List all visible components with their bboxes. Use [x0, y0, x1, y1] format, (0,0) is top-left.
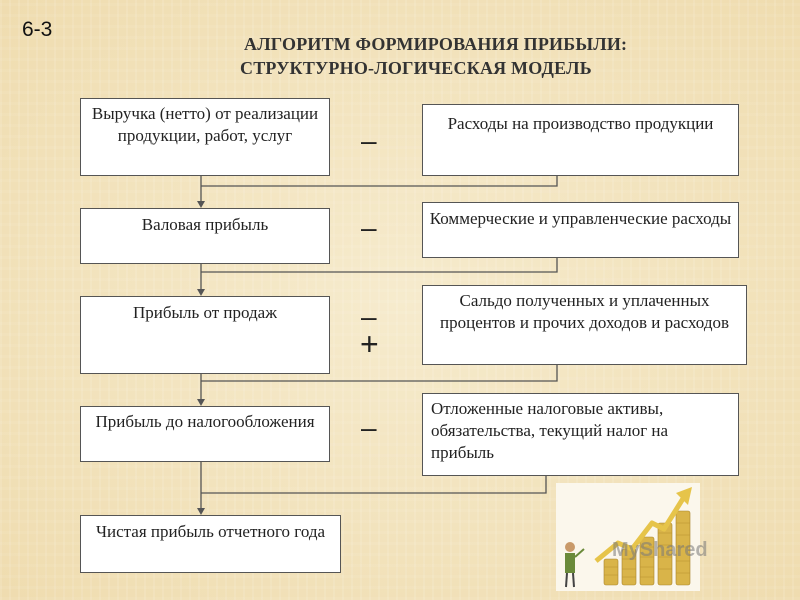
tax-items-label: Отложенные налоговые активы, обязательст… — [431, 399, 669, 462]
watermark-text: MyShared — [612, 539, 708, 561]
production-costs-box: Расходы на производство продукции — [422, 104, 739, 176]
title-line-1: АЛГОРИТМ ФОРМИРОВАНИЯ ПРИБЫЛИ: — [244, 34, 628, 54]
tax-items-box: Отложенные налоговые активы, обязательст… — [422, 393, 739, 476]
interest-other-income-label: Сальдо полученных и уплаченных процентов… — [440, 291, 729, 332]
plus-operator-3: + — [360, 326, 379, 362]
production-costs-label: Расходы на производство продукции — [447, 114, 714, 133]
minus-operator-3: – — [361, 301, 377, 332]
pretax-profit-box: Прибыль до налогообложения — [80, 406, 330, 462]
minus-operator-4: – — [361, 412, 377, 443]
pretax-profit-label: Прибыль до налогообложения — [95, 412, 315, 431]
minus-operator-2: – — [361, 212, 377, 243]
title-line-2: СТРУКТУРНО-ЛОГИЧЕСКАЯ МОДЕЛЬ — [240, 58, 592, 78]
slide-number: 6-3 — [22, 18, 53, 41]
commercial-admin-costs-box: Коммерческие и управленческие расходы — [422, 202, 739, 258]
net-profit-label: Чистая прибыль отчетного года — [95, 522, 326, 541]
minus-operator-1: – — [361, 125, 377, 156]
sales-profit-box: Прибыль от продаж — [80, 296, 330, 374]
gross-profit-label: Валовая прибыль — [141, 215, 269, 234]
net-profit-box: Чистая прибыль отчетного года — [80, 515, 341, 573]
revenue-box: Выручка (нетто) от реализации продукции,… — [80, 98, 330, 176]
revenue-label: Выручка (нетто) от реализации продукции,… — [91, 104, 319, 145]
growth-chart-icon — [556, 483, 700, 591]
interest-other-income-box: Сальдо полученных и уплаченных процентов… — [422, 285, 747, 365]
sales-profit-label: Прибыль от продаж — [133, 303, 277, 322]
growth-chart-coins-illustration: MyShared — [556, 483, 708, 591]
commercial-admin-costs-label: Коммерческие и управленческие расходы — [429, 209, 732, 228]
gross-profit-box: Валовая прибыль — [80, 208, 330, 264]
